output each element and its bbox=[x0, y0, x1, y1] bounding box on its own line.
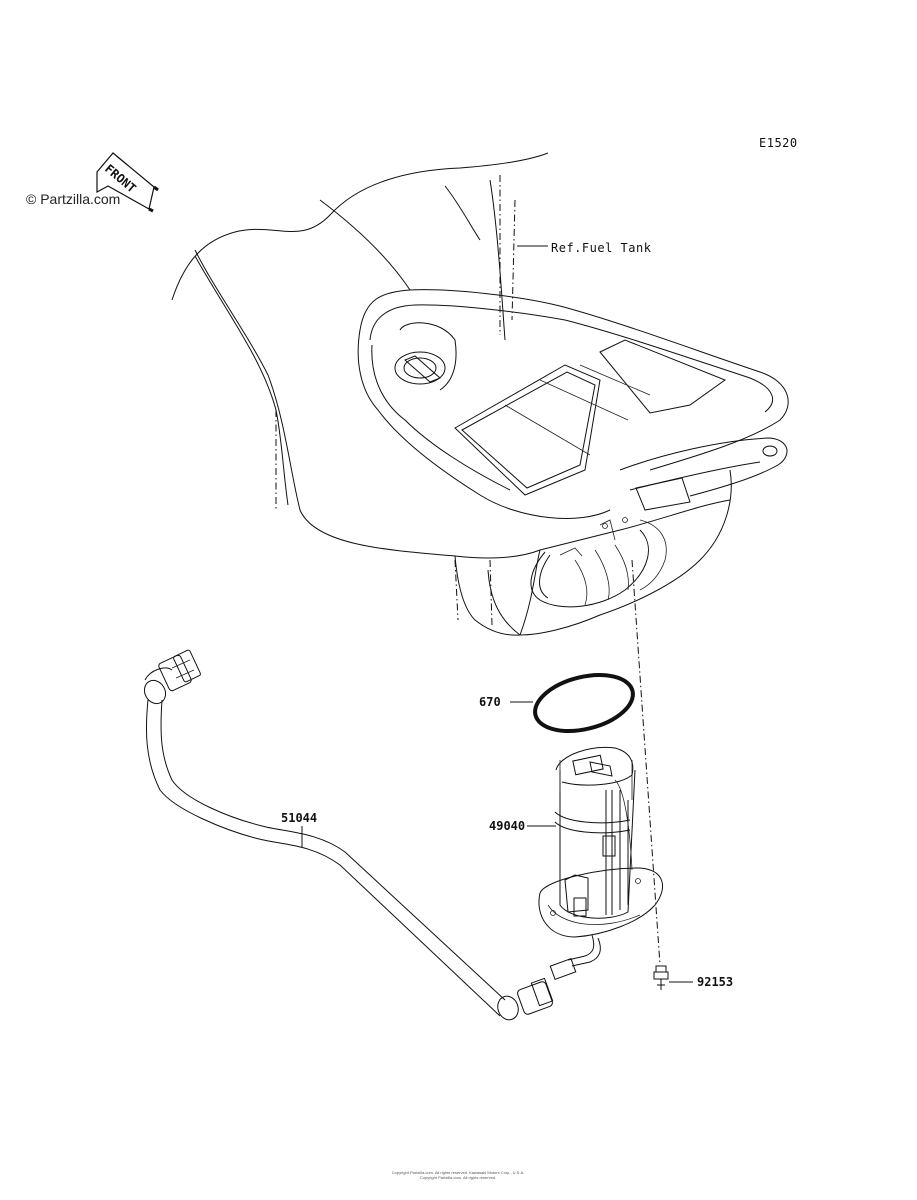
footer-copyright-1: Copyright Partzilla.com. All rights rese… bbox=[392, 1170, 525, 1175]
fuel-tank bbox=[171, 152, 789, 636]
fuel-pump-49040 bbox=[538, 746, 663, 938]
diagram-code: E1520 bbox=[759, 136, 798, 150]
footer-copyright-2: Copyright Partzilla.com. All rights rese… bbox=[420, 1175, 496, 1180]
watermark: © Partzilla.com bbox=[26, 191, 120, 207]
ref-fuel-tank-label: Ref.Fuel Tank bbox=[551, 241, 652, 255]
callout-51044: 51044 bbox=[281, 811, 317, 825]
callout-670: 670 bbox=[479, 695, 501, 709]
gasket-670 bbox=[533, 673, 635, 733]
fuel-hose-51044 bbox=[143, 649, 601, 1021]
callout-49040: 49040 bbox=[489, 819, 525, 833]
callout-92153: 92153 bbox=[697, 975, 733, 989]
bolt-92153 bbox=[653, 965, 669, 990]
assembly-axis bbox=[631, 559, 661, 966]
